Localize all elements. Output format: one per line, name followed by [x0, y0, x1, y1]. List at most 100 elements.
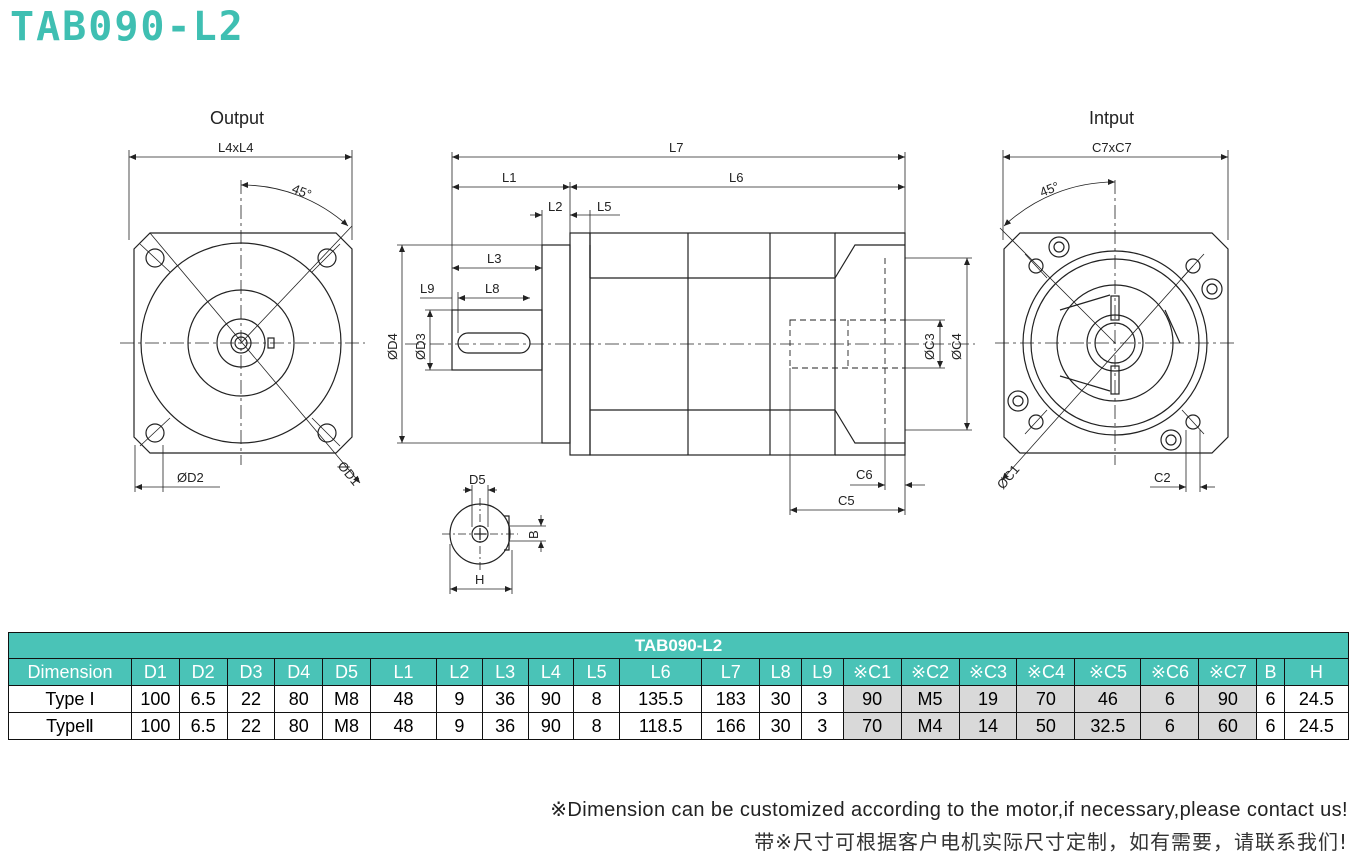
column-header: ※C3: [958, 658, 1018, 686]
input-c1-label: ØC1: [994, 462, 1023, 492]
table-cell: 48: [369, 712, 438, 740]
table-cell: 80: [274, 712, 324, 740]
side-l1-label: L1: [502, 170, 516, 185]
table-cell: 135.5: [618, 685, 703, 713]
table-cell: 6.5: [178, 685, 228, 713]
input-c2-label: C2: [1154, 470, 1171, 485]
input-view-title: Intput: [1089, 108, 1134, 128]
table-cell: 36: [481, 685, 529, 713]
column-header: L2: [436, 658, 483, 686]
table-cell: 90: [1198, 685, 1258, 713]
table-cell: TypeⅡ: [7, 712, 133, 740]
table-cell: 6: [1256, 685, 1285, 713]
table-cell: 3: [800, 685, 844, 713]
input-c7-label: C7xC7: [1092, 140, 1132, 155]
column-header: H: [1283, 658, 1350, 686]
output-l4-label: L4xL4: [218, 140, 253, 155]
table-cell: 70: [1016, 685, 1076, 713]
table-cell: M8: [322, 685, 371, 713]
column-header: D1: [131, 658, 180, 686]
column-header: ※C4: [1016, 658, 1076, 686]
table-cell: 3: [800, 712, 844, 740]
table-cell: 6: [1256, 712, 1285, 740]
output-view: [120, 150, 365, 492]
column-header: ※C6: [1140, 658, 1200, 686]
column-header: L9: [800, 658, 844, 686]
table-cell: Type Ⅰ: [7, 685, 133, 713]
technical-drawing: Output L4xL4 45° ØD2 ØD1: [120, 108, 1238, 594]
shaft-h-label: H: [475, 572, 484, 587]
side-c3-label: ØC3: [922, 333, 937, 360]
table-cell: 50: [1016, 712, 1076, 740]
column-header: ※C2: [900, 658, 960, 686]
column-header: L6: [618, 658, 703, 686]
side-c5-label: C5: [838, 493, 855, 508]
table-cell: 166: [701, 712, 761, 740]
table-cell: 24.5: [1283, 712, 1350, 740]
table-cell: 30: [759, 685, 802, 713]
side-c6-label: C6: [856, 467, 873, 482]
side-l3-label: L3: [487, 251, 501, 266]
column-header: D3: [226, 658, 276, 686]
customize-note-en: ※Dimension can be customized according t…: [550, 799, 1348, 821]
spec-table-caption: TAB090-L2: [8, 632, 1349, 659]
column-header: Dimension: [7, 658, 133, 686]
table-cell: 30: [759, 712, 802, 740]
table-cell: 22: [226, 685, 276, 713]
column-header: ※C5: [1074, 658, 1142, 686]
column-header: ※C1: [842, 658, 902, 686]
table-cell: M5: [900, 685, 960, 713]
page-title: TAB090-L2: [10, 4, 245, 50]
column-header: L7: [701, 658, 761, 686]
output-d2-label: ØD2: [177, 470, 204, 485]
table-cell: 32.5: [1074, 712, 1142, 740]
shaft-b-label: B: [526, 530, 541, 539]
table-cell: M4: [900, 712, 960, 740]
column-header: L3: [481, 658, 529, 686]
column-header: L5: [573, 658, 620, 686]
table-cell: 6: [1140, 685, 1200, 713]
table-cell: 19: [958, 685, 1018, 713]
side-c4-label: ØC4: [949, 333, 964, 360]
side-d4-label: ØD4: [385, 333, 400, 360]
table-cell: 60: [1198, 712, 1258, 740]
table-cell: 9: [436, 685, 483, 713]
table-cell: 100: [131, 685, 180, 713]
output-view-title: Output: [210, 108, 264, 128]
table-cell: 48: [369, 685, 438, 713]
table-cell: 9: [436, 712, 483, 740]
table-cell: 8: [573, 712, 620, 740]
column-header: ※C7: [1198, 658, 1258, 686]
column-header: D2: [178, 658, 228, 686]
table-cell: 80: [274, 685, 324, 713]
table-cell: 183: [701, 685, 761, 713]
column-header: D5: [322, 658, 371, 686]
column-header: D4: [274, 658, 324, 686]
column-header: L4: [527, 658, 575, 686]
table-cell: M8: [322, 712, 371, 740]
table-cell: 90: [527, 712, 575, 740]
table-cell: 24.5: [1283, 685, 1350, 713]
table-cell: 6.5: [178, 712, 228, 740]
output-d1-label: ØD1: [335, 458, 364, 488]
column-header: L1: [369, 658, 438, 686]
input-view: [995, 150, 1238, 492]
table-cell: 14: [958, 712, 1018, 740]
side-l7-label: L7: [669, 140, 683, 155]
side-l6-label: L6: [729, 170, 743, 185]
table-cell: 90: [527, 685, 575, 713]
table-cell: 100: [131, 712, 180, 740]
table-cell: 22: [226, 712, 276, 740]
column-header: B: [1256, 658, 1285, 686]
side-d3-label: ØD3: [413, 333, 428, 360]
table-cell: 70: [842, 712, 902, 740]
table-cell: 8: [573, 685, 620, 713]
input-angle-label: 45°: [1038, 179, 1062, 200]
side-l5-label: L5: [597, 199, 611, 214]
table-cell: 118.5: [618, 712, 703, 740]
table-cell: 46: [1074, 685, 1142, 713]
output-angle-label: 45°: [290, 181, 314, 202]
